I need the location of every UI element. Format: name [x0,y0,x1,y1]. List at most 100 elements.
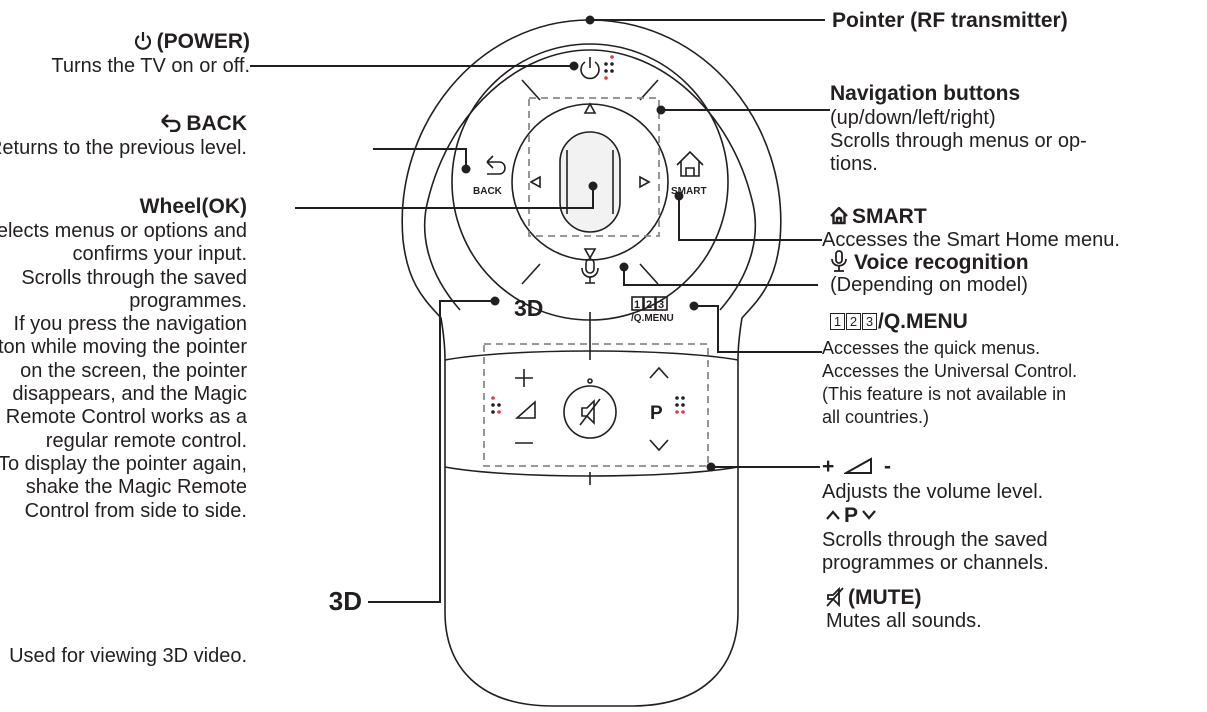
program-desc: Scrolls through the saved programmes or … [822,529,1049,575]
volume-dots-icon [491,396,501,414]
mute-desc: Mutes all sounds. [826,610,982,632]
nav-separator [639,263,659,285]
mute-dot [587,378,593,384]
three-d-title: 3D [328,586,362,616]
navigation-desc: (up/down/left/right) Scrolls through men… [830,107,1087,176]
nav-down-icon[interactable] [583,248,597,260]
wheel-desc-line: Scrolls through the saved [21,266,247,289]
wheel-desc: Selects menus or options and confirms yo… [0,220,247,523]
smart-desc: Accesses the Smart Home menu. [822,229,1120,251]
program-desc-line: programmes or channels. [822,552,1049,574]
leader-wheel [295,186,594,209]
voice-button-icon[interactable] [581,258,599,284]
leader-dot [689,301,699,311]
qmenu-desc: Accesses the quick menus. Accesses the U… [822,337,1077,429]
navigation-title: Navigation buttons [830,82,1021,105]
volume-title: + - [822,455,891,478]
chevron-up-icon [826,510,840,520]
mute-icon [826,586,844,608]
wheel-desc-line: programmes. [129,289,247,312]
wheel-ok[interactable] [559,131,621,233]
microphone-icon [831,250,847,272]
back-title-text: BACK [186,112,247,135]
program-up-icon[interactable] [649,366,669,379]
remote-qmenu-digit: 1 [634,299,640,311]
smart-button-icon[interactable]: SMART [671,150,707,197]
volume-panel-top [444,350,739,361]
nav-left-icon[interactable] [529,175,541,189]
remote-qmenu-label: /Q.MENU [631,313,674,324]
wheel-desc-line: To display the pointer again, [0,452,247,475]
nav-right-icon[interactable] [639,175,651,189]
mute-button[interactable] [563,385,617,439]
voice-desc: (Depending on model) [830,274,1028,296]
leader-dot [656,105,666,115]
wheel-desc-line: Selects menus or options and [0,220,247,242]
qmenu-title-text: /Q.MENU [878,310,968,333]
remote-back-label: BACK [473,186,503,197]
volume-panel-bottom [444,466,739,477]
leader-dot [569,61,579,71]
remote-top-ring [423,49,757,311]
volume-up-icon[interactable] [515,369,533,387]
voice-title: Voice recognition [830,250,1029,274]
mute-title-text: (MUTE) [848,586,922,609]
wheel-desc-line: on the screen, the pointer [20,359,247,382]
leader-dot [490,296,500,306]
wheel-desc-line: button while moving the pointer [0,336,247,359]
mute-title: (MUTE) [826,586,921,609]
wheel-desc-line: If you press the navigation [13,313,247,336]
remote-3d-button[interactable]: 3D [514,295,543,321]
back-button-icon[interactable]: BACK [473,155,506,197]
leader-3d [368,300,495,603]
volume-dashed-box [483,343,709,467]
nav-up-icon[interactable] [583,102,597,114]
nav-separator [639,79,659,101]
program-title: P [826,504,876,527]
navigation-desc-line: (up/down/left/right) [830,107,996,129]
leader-dot [588,181,598,191]
leader-dot [619,262,629,272]
wheel-desc-line: disappears, and the Magic [12,383,247,406]
volume-icon [514,400,536,419]
mute-icon [579,398,601,426]
volume-plus: + [822,455,835,478]
wheel-desc-line: regular remote control. [45,429,247,452]
qmenu-desc-line: (This feature is not available in [822,384,1067,404]
navigation-desc-line: Scrolls through menus or op- [830,130,1087,152]
remote-qmenu-digit: 2 [646,299,652,311]
wheel-desc-line: shake the Magic Remote [25,476,247,499]
program-title-text: P [844,504,859,527]
home-icon [830,206,848,225]
remote-body [401,19,782,707]
smart-title: SMART [830,205,927,228]
leader-back [373,148,467,169]
back-icon [161,114,181,133]
qmenu-digit: 1 [830,313,845,330]
back-title: BACK [160,112,247,135]
navigation-desc-line: tions. [830,153,878,175]
qmenu-desc-line: all countries.) [822,407,930,427]
qmenu-digit: 3 [862,313,877,330]
voice-title-text: Voice recognition [854,251,1029,274]
leader-dot [585,15,595,25]
qmenu-desc-line: Accesses the quick menus. [822,338,1041,358]
wheel-desc-line: confirms your input. [72,243,247,266]
power-icon [134,32,151,50]
leader-dot [674,191,684,201]
wheel-desc-line: Remote Control works as a [5,406,247,429]
program-desc-line: Scrolls through the saved [822,529,1048,551]
wheel-desc-line: Control from side to side. [24,499,247,522]
power-title-text: (POWER) [156,30,250,53]
qmenu-digit: 2 [846,313,861,330]
program-dots-icon [675,396,685,414]
smart-title-text: SMART [852,205,927,228]
remote-qmenu-button[interactable]: 1 2 3 /Q.MENU [631,296,674,324]
pointer-title: Pointer (RF transmitter) [832,9,1068,32]
volume-desc: Adjusts the volume level. [822,481,1044,503]
power-button-icon[interactable] [580,55,614,80]
chevron-down-icon [862,510,876,520]
program-down-icon[interactable] [649,439,669,452]
